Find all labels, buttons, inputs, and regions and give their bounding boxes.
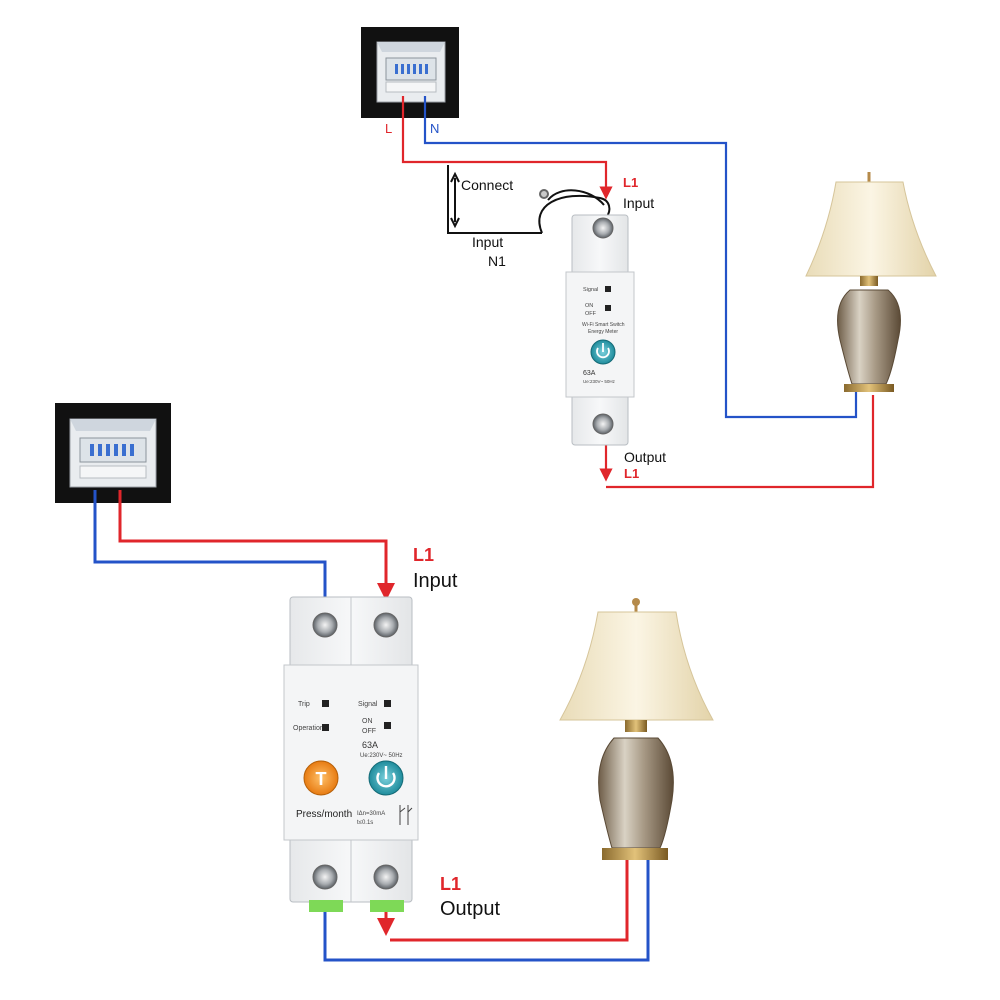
bottom-module-operation: Operation — [293, 725, 324, 732]
table-lamp-icon — [805, 172, 937, 392]
terminal-screw-icon — [592, 217, 614, 239]
top-module-rating: 63A — [583, 370, 596, 377]
terminal-screw-icon — [592, 413, 614, 435]
bottom-module-signal: Signal — [358, 701, 378, 708]
bottom-rcbo-module: Trip Operation T Press/month Signal ON O… — [283, 596, 419, 912]
bottom-l1-output-line1: L1 — [440, 874, 461, 894]
bottom-module-rcd-1: IΔn=30mA — [357, 811, 385, 817]
test-button — [303, 760, 339, 796]
top-output-line1: Output — [624, 449, 666, 465]
bottom-module-rcd-2: t≤0.1s — [357, 820, 373, 826]
bottom-module-on: ON — [362, 718, 373, 725]
top-module-on-label: ON — [585, 303, 593, 309]
bottom-wires — [93, 490, 650, 962]
bottom-l1-input-line2: Input — [413, 570, 458, 592]
top-panel-N-label: N — [430, 121, 439, 136]
bottom-module-press-month: Press/month — [296, 809, 352, 820]
top-input-n1-line2: N1 — [488, 253, 506, 269]
bottom-module-test-letter: T — [316, 769, 327, 789]
top-l1-input-line2: Input — [623, 195, 654, 211]
top-input-n1-line1: Input — [472, 234, 503, 250]
terminal-screw-icon — [312, 864, 338, 890]
bottom-l1-output-line2: Output — [440, 898, 500, 920]
breaker-panel-icon — [361, 27, 459, 118]
bottom-module-trip: Trip — [298, 701, 310, 708]
terminal-screw-icon — [373, 612, 399, 638]
top-module-signal-label: Signal — [583, 287, 598, 293]
top-panel-L-label: L — [385, 121, 392, 136]
top-module-name-2: Energy Meter — [588, 329, 618, 335]
top-smart-switch-module: Signal ON OFF Wi-Fi Smart Switch Energy … — [565, 214, 635, 446]
connect-bracket — [447, 165, 611, 234]
table-lamp-icon — [559, 598, 714, 860]
terminal-screw-icon — [373, 864, 399, 890]
top-module-spec: Ue:230V~ 50Hz — [583, 379, 616, 384]
top-module-name-1: Wi-Fi Smart Switch — [582, 322, 625, 328]
terminal-screw-icon — [312, 612, 338, 638]
top-connect-label: Connect — [461, 177, 513, 193]
top-module-off-label: OFF — [585, 311, 597, 317]
bottom-l1-input-line1: L1 — [413, 545, 434, 565]
top-wires — [401, 96, 875, 489]
bottom-module-rating: 63A — [362, 740, 378, 750]
bottom-module-spec: Ue:230V~ 50Hz — [360, 753, 403, 759]
top-output-line2: L1 — [624, 466, 639, 481]
top-l1-input-line1: L1 — [623, 175, 638, 190]
bottom-module-off: OFF — [362, 728, 376, 735]
breaker-panel-icon — [55, 403, 171, 503]
